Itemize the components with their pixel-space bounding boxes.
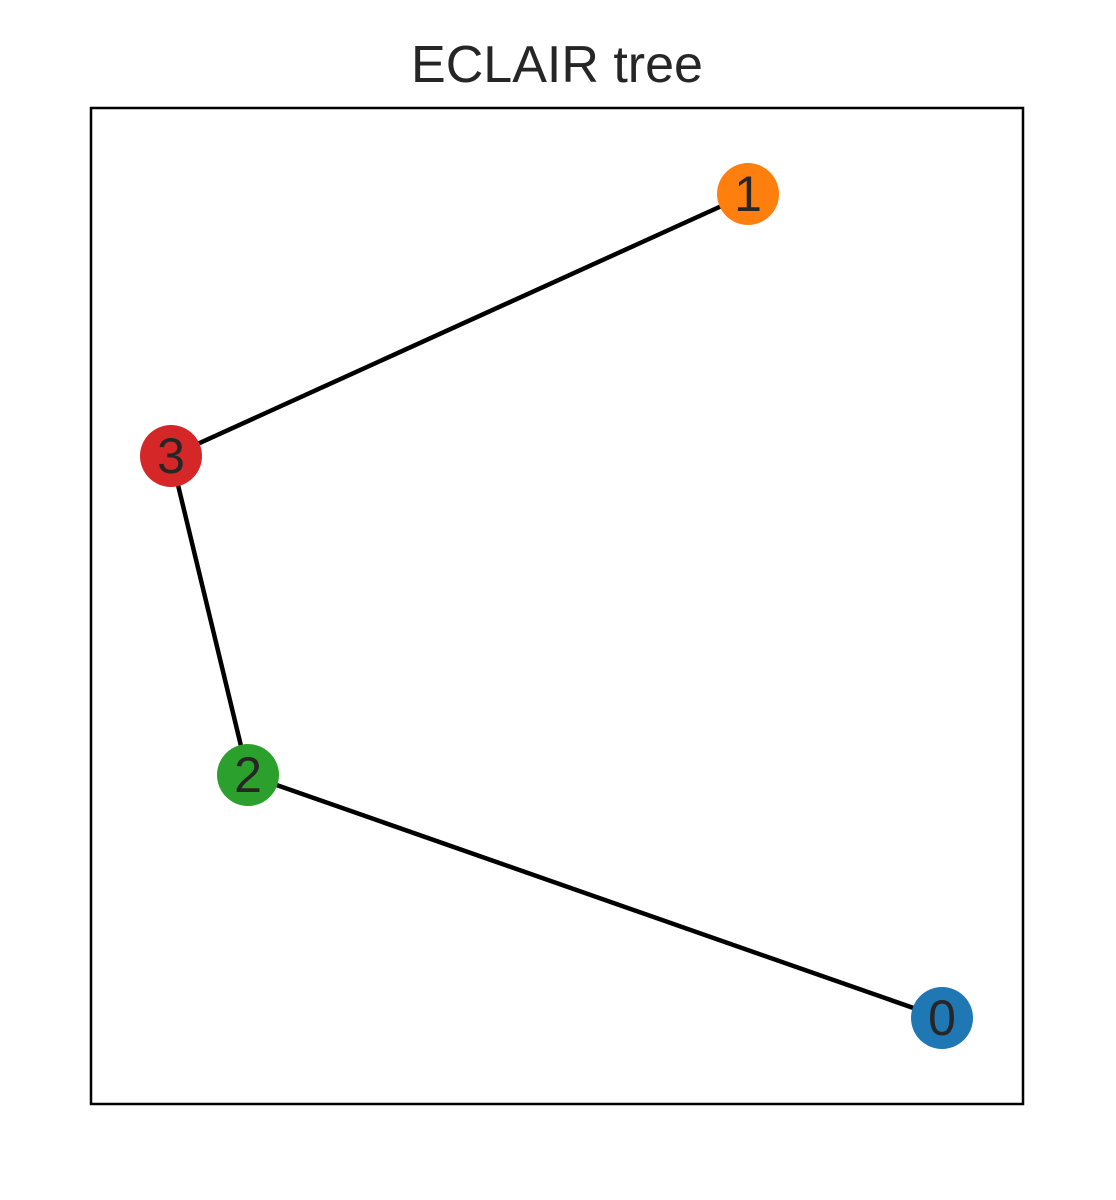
plot-frame [89,106,1025,1106]
chart-title: ECLAIR tree [411,36,703,94]
node-circle-3 [140,425,202,487]
node-0: 0 [911,987,973,1049]
node-3: 3 [140,425,202,487]
nodes-layer: 0 1 2 3 [140,163,973,1049]
edge-3-1 [170,191,749,459]
node-circle-1 [717,163,779,225]
edge-2-0 [247,772,943,1021]
edge-3-2 [168,455,251,776]
node-label-3: 3 [157,428,185,484]
node-circle-2 [217,744,279,806]
node-label-1: 1 [734,166,762,222]
node-label-2: 2 [234,747,262,803]
edges-layer [168,191,943,1021]
node-1: 1 [717,163,779,225]
node-label-0: 0 [928,990,956,1046]
node-circle-0 [911,987,973,1049]
node-2: 2 [217,744,279,806]
